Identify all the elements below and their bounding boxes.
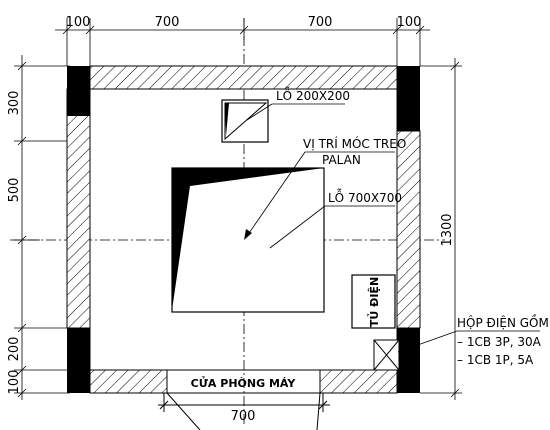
dim-top-left-wall: 100 — [66, 15, 91, 30]
dim-left-middle: 500 — [7, 178, 22, 203]
junction-box-title: HỘP ĐIỆN GỒM — [457, 314, 549, 330]
hook-leader — [246, 151, 395, 237]
dim-left-top: 300 — [7, 91, 22, 116]
door-opening — [158, 369, 330, 430]
large-hole-label: LỖ 700X700 — [328, 188, 402, 205]
junction-box-leader — [397, 330, 540, 353]
dim-left-lower: 200 — [7, 337, 22, 362]
hook-arrow-icon — [244, 229, 252, 240]
corner-columns — [67, 66, 420, 393]
dim-door-width: 700 — [231, 409, 256, 424]
dim-top-right-wall: 100 — [397, 15, 422, 30]
electrical-panel — [351, 274, 396, 329]
dim-top-right-half: 700 — [308, 15, 333, 30]
hook-label-line1: VỊ TRÍ MÓC TREO — [303, 136, 406, 151]
dim-right-total: 1300 — [440, 213, 455, 246]
junction-box-item-1: – 1CB 3P, 30A — [457, 335, 542, 349]
junction-box — [373, 339, 400, 371]
dim-top-left-half: 700 — [155, 15, 180, 30]
small-hole-label: LỖ 200X200 — [276, 86, 350, 103]
top-dimension-chain — [55, 18, 430, 66]
left-dimension-chain — [14, 55, 70, 400]
small-hole — [221, 99, 345, 143]
panel-label: TỦ ĐIỆN — [367, 277, 381, 327]
door-label: CỬA PHÒNG MÁY — [191, 376, 297, 390]
hook-label-line2: PALAN — [322, 153, 361, 167]
junction-box-item-2: – 1CB 1P, 5A — [457, 353, 534, 367]
large-hole — [171, 167, 395, 313]
dim-left-bottom: 100 — [7, 370, 22, 395]
right-dimension — [420, 58, 462, 400]
